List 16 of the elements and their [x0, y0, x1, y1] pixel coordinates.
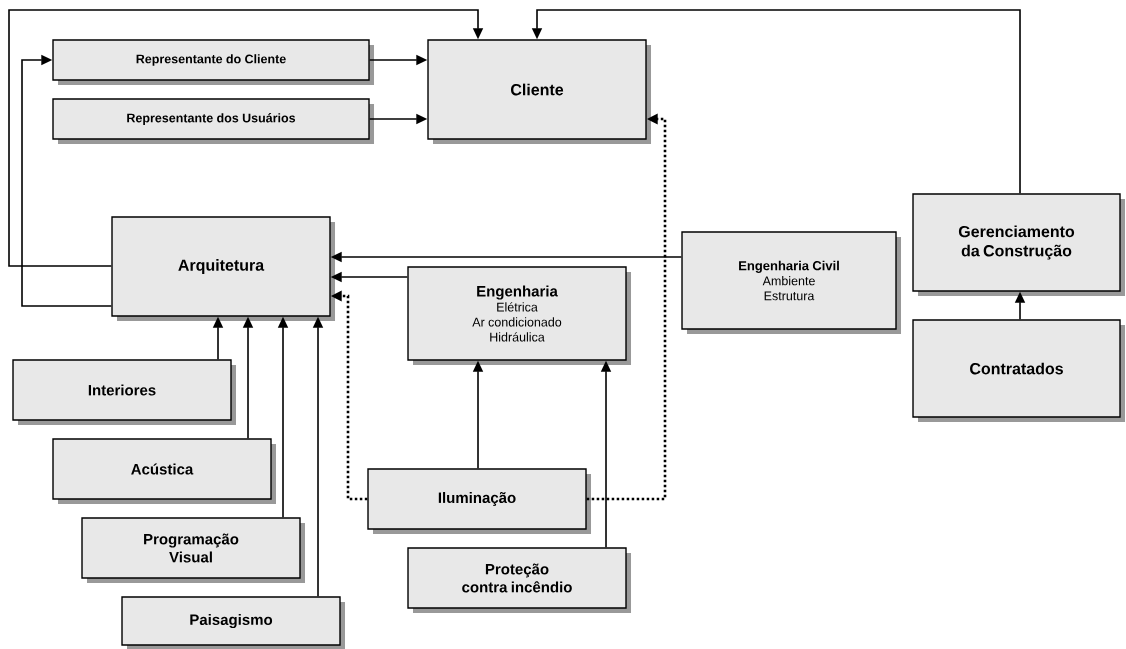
arrow	[21, 54, 113, 307]
process-box: Proteção contra incêndio	[407, 547, 631, 613]
process-box: Contratados	[912, 319, 1125, 422]
process-box: Interiores	[12, 359, 236, 425]
process-box: Representante do Cliente	[52, 39, 374, 85]
process-box: Cliente	[427, 39, 651, 144]
process-box: Engenharia Civil Ambiente Estrutura	[681, 231, 901, 334]
process-box: Acústica	[52, 438, 276, 504]
process-box: Arquitetura	[111, 216, 335, 321]
process-box: Engenharia Elétrica Ar condicionado Hidráulica	[407, 266, 631, 365]
process-box: Programação Visual	[81, 517, 305, 583]
process-box: Paisagismo	[121, 596, 345, 649]
arrow	[8, 9, 484, 267]
process-box: Gerenciamento da Construção	[912, 193, 1125, 296]
process-box: Iluminação	[367, 468, 591, 534]
process-box: Representante dos Usuários	[52, 98, 374, 144]
